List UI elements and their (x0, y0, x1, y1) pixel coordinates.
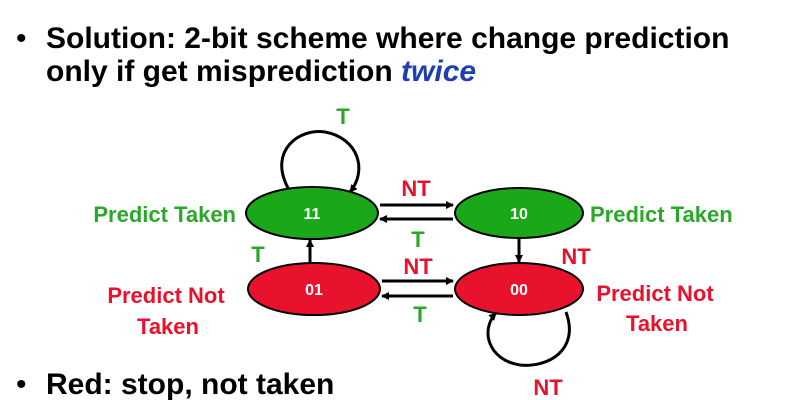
state-00: 00 (454, 262, 584, 316)
side-label-00-line1: Predict Not (596, 281, 714, 306)
state-10-label: 10 (510, 206, 528, 223)
state-00-label: 00 (510, 282, 528, 299)
label-t-00-to-01: T (413, 302, 427, 327)
side-label-01-line1: Predict Not (107, 283, 225, 308)
state-11: 11 (245, 186, 379, 240)
label-nt-00-self: NT (533, 375, 563, 400)
side-label-11: Predict Taken (93, 202, 236, 227)
label-t-11-self: T (336, 104, 350, 129)
bullet-red-text: Red: stop, not taken (46, 368, 335, 400)
label-nt-10-to-00: NT (561, 244, 591, 269)
self-loop-11-arrow (280, 130, 361, 193)
state-01-shape (247, 262, 381, 316)
emphasis-twice: twice (401, 55, 477, 88)
bullet-solution-line2: only if get misprediction (46, 55, 402, 88)
state-11-label: 11 (304, 206, 321, 223)
state-10: 10 (454, 187, 584, 239)
bullet-marker: • (16, 368, 27, 400)
state-00-shape (454, 262, 584, 316)
bullet-solution-line1: Solution: 2-bit scheme where change pred… (46, 22, 730, 55)
bullet-solution-text: Solution: 2-bit scheme where change pred… (46, 22, 729, 88)
side-label-00-line2: Taken (626, 311, 688, 336)
state-01: 01 (247, 262, 381, 316)
state-11-shape (245, 186, 379, 240)
label-t-01-to-11: T (251, 242, 265, 267)
side-label-01-line2: Taken (137, 314, 199, 339)
state-01-label: 01 (305, 282, 323, 299)
bullet-marker: • (16, 22, 27, 55)
label-t-10-to-11: T (411, 227, 425, 252)
side-label-10: Predict Taken (590, 202, 733, 227)
state-10-shape (454, 187, 584, 239)
label-nt-11-to-10: NT (401, 176, 431, 201)
self-loop-00-arrow (486, 311, 571, 367)
label-nt-01-to-00: NT (403, 254, 433, 279)
